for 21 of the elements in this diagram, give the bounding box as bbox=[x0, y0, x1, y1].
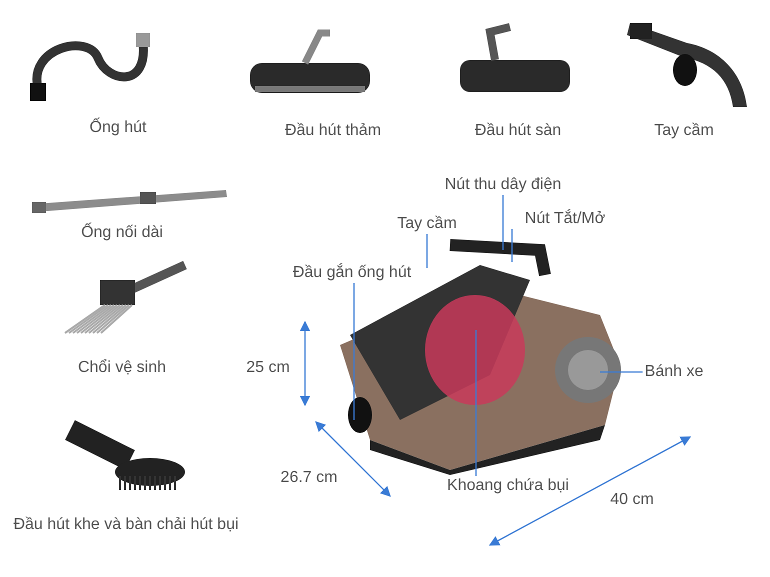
part-caption: Đầu hút sàn bbox=[474, 122, 562, 140]
part-label: Nút thu dây điện bbox=[444, 176, 562, 194]
dimension-label: 26.7 cm bbox=[280, 469, 338, 487]
part-label: Nút Tắt/Mở bbox=[524, 210, 606, 228]
leader-line bbox=[511, 229, 513, 262]
dimension-label: 40 cm bbox=[610, 491, 654, 509]
part-label: Bánh xe bbox=[644, 363, 704, 381]
part-caption: Tay cầm bbox=[654, 122, 714, 140]
leader-line bbox=[353, 283, 355, 420]
part-caption: Chổi vệ sinh bbox=[78, 359, 166, 377]
leader-line bbox=[426, 234, 428, 268]
leader-line bbox=[502, 195, 504, 250]
part-caption: Ống hút bbox=[90, 119, 146, 137]
part-label: Đầu gắn ống hút bbox=[292, 264, 412, 282]
part-caption: Đầu hút khe và bàn chải hút bụi bbox=[13, 516, 239, 534]
part-caption: Ống nối dài bbox=[81, 224, 163, 242]
leader-line bbox=[600, 371, 643, 373]
part-label: Khoang chứa bụi bbox=[447, 477, 569, 495]
part-caption: Đầu hút thảm bbox=[284, 122, 382, 140]
dimension-label: 25 cm bbox=[246, 359, 290, 377]
part-label: Tay cầm bbox=[397, 215, 457, 233]
